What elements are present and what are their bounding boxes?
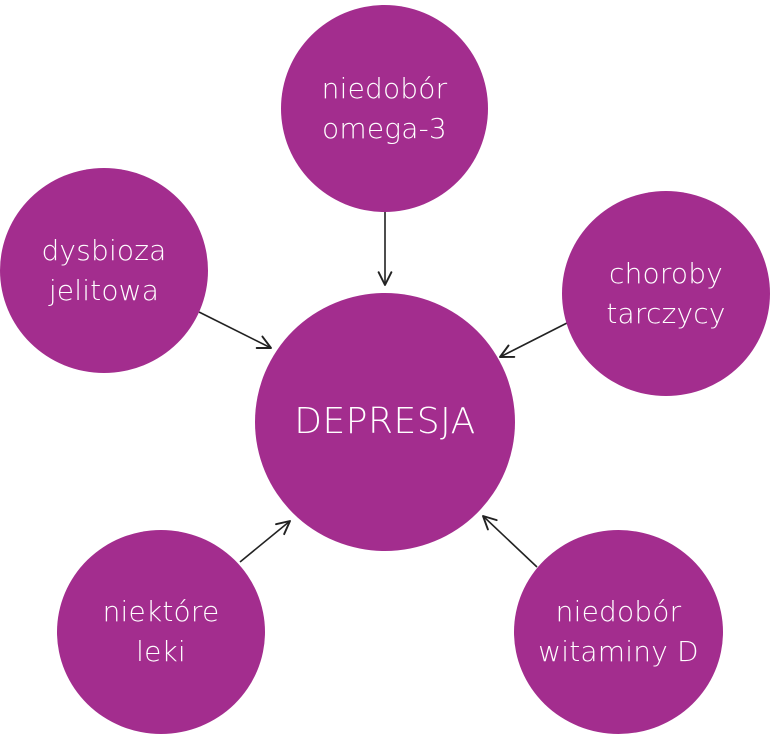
node-depresja-center: DEPRESJA <box>255 293 515 551</box>
arrow-witaminaD-to-depresja <box>482 515 538 568</box>
node-choroby-tarczycy: choroby tarczycy <box>562 191 770 396</box>
node-label: niedobór omega-3 <box>321 71 448 145</box>
node-label: dysbioza jelitowa <box>41 233 167 307</box>
arrow-dysbioza-to-depresja <box>198 311 272 349</box>
arrow-leki-to-depresja <box>239 520 291 563</box>
node-label: niedobór witaminy D <box>538 595 699 668</box>
node-label: niektóre leki <box>102 595 220 668</box>
node-niedobor-witaminy-d: niedobór witaminy D <box>514 530 723 734</box>
node-label: choroby tarczycy <box>606 256 726 330</box>
node-niedobor-omega-3: niedobór omega-3 <box>281 5 488 212</box>
center-label: DEPRESJA <box>294 401 476 442</box>
node-niektore-leki: niektóre leki <box>57 530 265 734</box>
arrow-tarczyca-to-depresja <box>499 322 568 358</box>
node-dysbioza-jelitowa: dysbioza jelitowa <box>0 168 208 373</box>
